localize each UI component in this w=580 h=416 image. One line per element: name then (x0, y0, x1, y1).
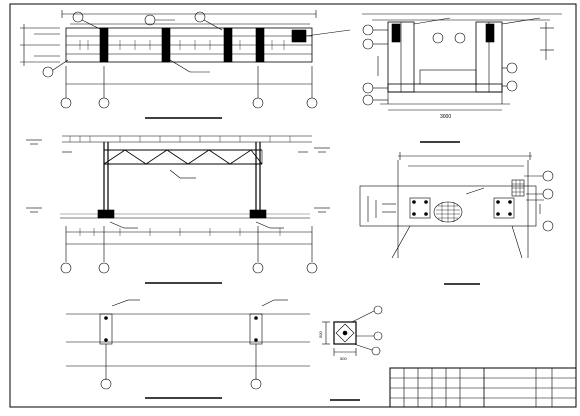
section-width-label: 3000 (440, 114, 451, 120)
title-block (389, 367, 577, 408)
footing-width-label: 500 (340, 356, 347, 361)
footing-detail-view: 500 500 (318, 305, 383, 401)
roof-plan-view (20, 10, 351, 119)
sheet-frame (9, 3, 577, 408)
column-base-plan-view (66, 299, 310, 399)
front-elevation-view (26, 135, 330, 284)
cross-section-view: 3000 (362, 13, 562, 143)
footing-height-label: 500 (318, 331, 323, 338)
foundation-detail-view (359, 152, 554, 285)
